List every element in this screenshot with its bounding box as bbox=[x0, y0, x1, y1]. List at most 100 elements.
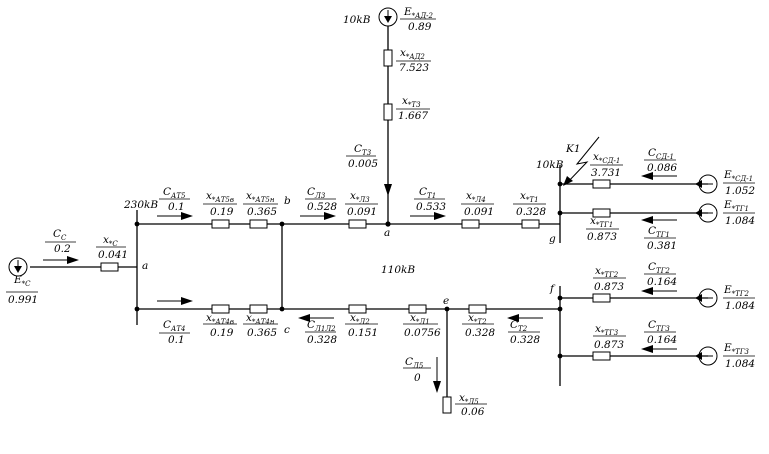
reactance-xl4-label: x*Л4 bbox=[466, 190, 486, 204]
cap-ctg3-value: 0.164 bbox=[647, 334, 677, 346]
source-etg1-value: 1.084 bbox=[725, 215, 755, 227]
node-b: b bbox=[284, 195, 291, 207]
source-etg1-label: E*ТГ1 bbox=[723, 199, 749, 213]
reactance-xl2-value: 0.151 bbox=[348, 327, 378, 339]
arrow-ctg3 bbox=[641, 345, 677, 353]
reactance-xat5n-value: 0.365 bbox=[247, 206, 277, 218]
arrow-ctg2 bbox=[641, 287, 677, 295]
reactance-boxes bbox=[100, 49, 611, 414]
reactance-xat5n-label: x*АТ5н bbox=[246, 190, 275, 204]
reactance-xat5v-label: x*АТ5в bbox=[206, 190, 234, 204]
arrow-ct1 bbox=[410, 212, 446, 220]
arrow-cl3 bbox=[300, 212, 336, 220]
voltage-10kv-top: 10kB bbox=[343, 14, 371, 26]
reactance-xl1-value: 0.0756 bbox=[404, 327, 441, 339]
cap-ct2-value: 0.328 bbox=[510, 334, 540, 346]
current-arrows bbox=[43, 172, 677, 393]
arrow-cc bbox=[43, 256, 79, 264]
reactance-xl5-label: x*Л5 bbox=[459, 392, 479, 406]
reactance-xtg2-value: 0.873 bbox=[594, 281, 624, 293]
fault-k1-label: K1 bbox=[565, 143, 581, 155]
source-ead2-label: E*АД-2 bbox=[403, 6, 434, 20]
reactance-xtg1-label: x*ТГ1 bbox=[590, 215, 613, 229]
arrow-csd1 bbox=[641, 172, 677, 180]
reactance-xt3-value: 1.667 bbox=[398, 110, 428, 122]
reactance-xl4-value: 0.091 bbox=[464, 206, 494, 218]
reactance-xad2-label: x*АД2 bbox=[400, 47, 425, 61]
reactance-xat4v-label: x*АТ4в bbox=[206, 312, 234, 326]
source-etg3-symbol bbox=[695, 346, 718, 366]
source-ec-value: 0.991 bbox=[8, 294, 38, 306]
junction-dots bbox=[134, 181, 563, 359]
cap-cat4-label: CАТ4 bbox=[163, 319, 185, 333]
source-esd1-value: 1.052 bbox=[725, 185, 755, 197]
cap-ct2-label: CТ2 bbox=[510, 319, 528, 333]
reactance-xat4v-value: 0.19 bbox=[210, 327, 234, 339]
source-etg2-value: 1.084 bbox=[725, 300, 755, 312]
arrow-cat5 bbox=[157, 212, 193, 220]
cap-ctg2-value: 0.164 bbox=[647, 276, 677, 288]
cap-cl3-value: 0.528 bbox=[307, 201, 337, 213]
reactance-xat4n-value: 0.365 bbox=[247, 327, 277, 339]
reactance-xl3-label: x*Л3 bbox=[350, 190, 370, 204]
cap-ctg3-label: CТГ3 bbox=[648, 319, 670, 333]
wires bbox=[30, 26, 708, 412]
reactance-xc-label: x*C bbox=[103, 234, 118, 248]
node-f: f bbox=[549, 283, 556, 295]
bus-110kv-label: 110kB bbox=[381, 264, 415, 276]
node-g: g bbox=[549, 233, 556, 245]
reactance-xt1-value: 0.328 bbox=[516, 206, 546, 218]
reactance-xl1-label: x*Л1 bbox=[410, 312, 430, 326]
source-etg1-symbol bbox=[695, 203, 718, 223]
reactance-xt1-label: x*Т1 bbox=[520, 190, 539, 204]
reactance-xt2-label: x*Т2 bbox=[468, 312, 487, 326]
cap-cl3-label: CЛ3 bbox=[307, 186, 326, 200]
arrow-cl12 bbox=[298, 314, 334, 322]
cap-cl5-value: 0 bbox=[414, 372, 421, 384]
cap-cc-value: 0.2 bbox=[54, 243, 71, 255]
reactance-xt2-value: 0.328 bbox=[465, 327, 495, 339]
cap-cl5-label: CЛ5 bbox=[405, 356, 424, 370]
arrow-ctg1 bbox=[641, 216, 677, 224]
arrow-cl5 bbox=[433, 357, 441, 393]
fault-k1-mark bbox=[563, 136, 600, 186]
cap-cl12-label: CЛ1Л2 bbox=[307, 319, 336, 333]
reactance-xtg1-value: 0.873 bbox=[587, 231, 617, 243]
node-a-mid: a bbox=[384, 227, 390, 239]
source-esd1-symbol bbox=[695, 174, 718, 194]
arrow-ct3 bbox=[384, 184, 392, 196]
reactance-xtg3-value: 0.873 bbox=[594, 339, 624, 351]
reactance-xtg3-label: x*ТГ3 bbox=[595, 323, 619, 337]
reactance-xl5-value: 0.06 bbox=[461, 406, 485, 418]
cap-csd1-label: CСД-1 bbox=[648, 147, 674, 161]
cap-ctg1-label: CТГ1 bbox=[648, 225, 670, 239]
reactance-xtg2-label: x*ТГ2 bbox=[595, 265, 619, 279]
reactance-xt3-label: x*Т3 bbox=[402, 95, 421, 109]
cap-ct3-label: CТ3 bbox=[354, 143, 372, 157]
reactance-xat4n-label: x*АТ4н bbox=[246, 312, 275, 326]
source-ead2-value: 0.89 bbox=[408, 21, 432, 33]
source-etg2-label: E*ТГ2 bbox=[723, 284, 749, 298]
arrow-ct2 bbox=[507, 314, 543, 322]
source-ec-label: E*C bbox=[13, 274, 31, 288]
voltage-230kv: 230kB bbox=[123, 199, 158, 211]
node-c: c bbox=[284, 324, 290, 336]
cap-ct3-value: 0.005 bbox=[348, 158, 378, 170]
cap-cat4-value: 0.1 bbox=[168, 334, 185, 346]
voltage-10kv-right: 10kB bbox=[536, 159, 564, 171]
cap-cat5-label: CАТ5 bbox=[163, 186, 186, 200]
source-etg2-symbol bbox=[695, 288, 718, 308]
cap-cl12-value: 0.328 bbox=[307, 334, 337, 346]
source-ead2-symbol bbox=[378, 7, 398, 27]
cap-cat5-value: 0.1 bbox=[168, 201, 185, 213]
reactance-xl2-label: x*Л2 bbox=[350, 312, 370, 326]
source-symbols bbox=[8, 7, 718, 366]
arrow-cat4 bbox=[157, 297, 193, 305]
cap-ctg2-label: CТГ2 bbox=[648, 261, 670, 275]
source-etg3-label: E*ТГ3 bbox=[723, 342, 749, 356]
fraction-bars bbox=[6, 18, 755, 405]
reactance-xsd1-value: 3.731 bbox=[591, 167, 621, 179]
cap-ctg1-value: 0.381 bbox=[647, 240, 677, 252]
node-e: e bbox=[443, 295, 449, 307]
